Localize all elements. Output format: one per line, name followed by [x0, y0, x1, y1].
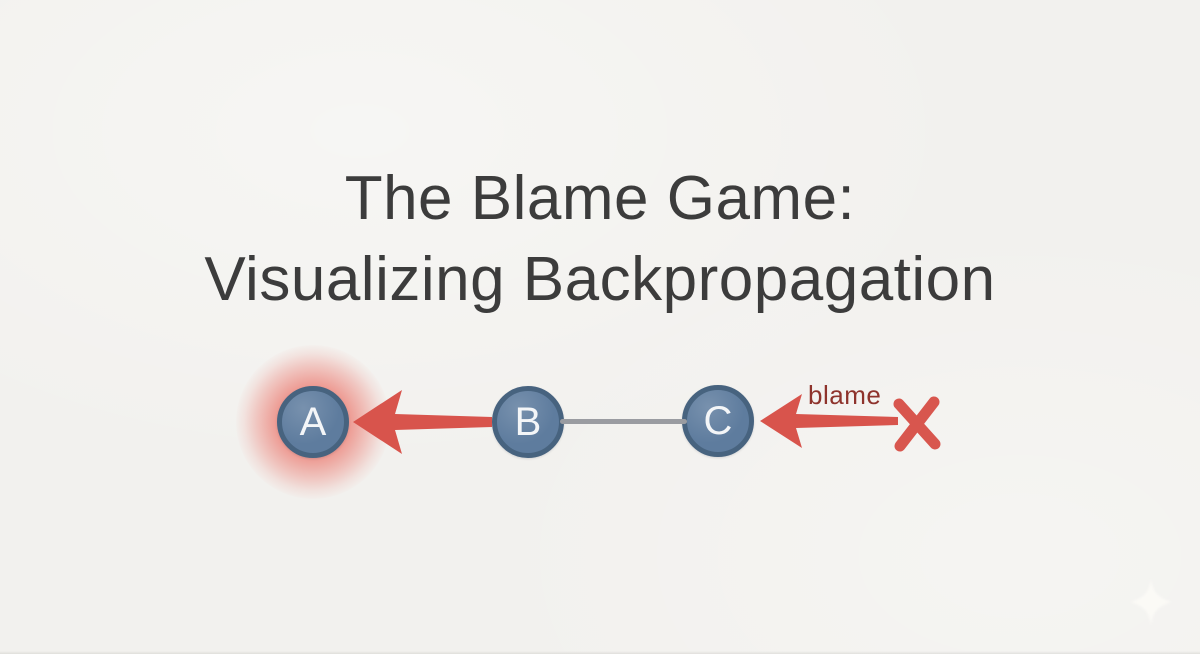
blame-arrow-b-to-a-icon — [353, 390, 492, 454]
edge-b-c — [560, 419, 687, 424]
node-a: A — [277, 386, 349, 458]
node-c: C — [682, 385, 754, 457]
node-b-label: B — [514, 399, 542, 444]
node-c-label: C — [703, 398, 733, 443]
node-b: B — [492, 386, 564, 458]
blame-arrow-x-to-c-icon — [760, 394, 898, 448]
page-title: The Blame Game: Visualizing Backpropagat… — [0, 158, 1200, 320]
error-x-icon — [893, 396, 941, 452]
blame-label: blame — [808, 380, 882, 410]
title-line-1: The Blame Game: — [344, 164, 856, 233]
sparkle-watermark-icon — [1131, 579, 1171, 625]
node-a-label: A — [299, 399, 327, 444]
title-line-2: Visualizing Backpropagation — [204, 245, 996, 314]
